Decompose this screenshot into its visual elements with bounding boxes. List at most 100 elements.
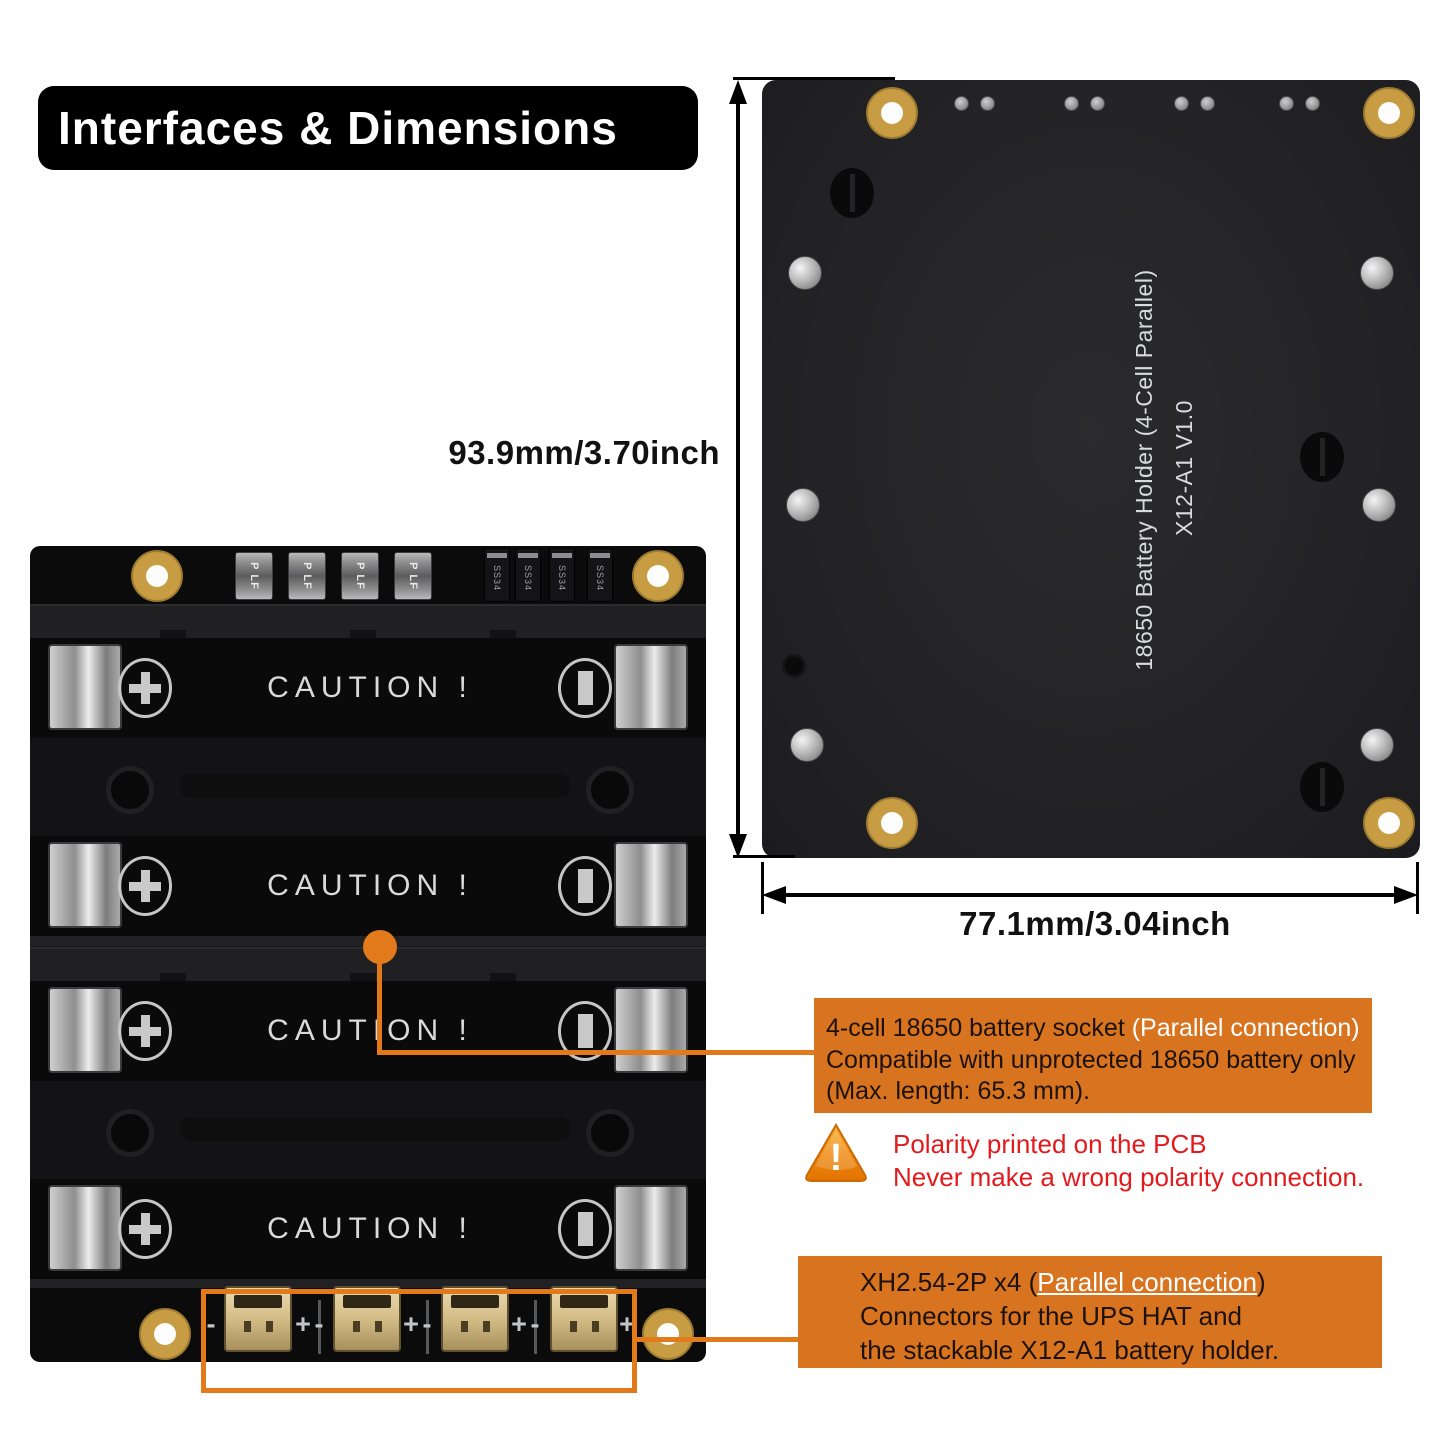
dimension-extension-line: [733, 855, 795, 858]
fuse-component: P LF: [394, 552, 432, 600]
battery-slot: CAUTION !: [30, 836, 706, 936]
battery-contact: [48, 644, 122, 730]
battery-contact: [614, 1185, 688, 1271]
fuse-component: P LF: [235, 552, 273, 600]
callout-leader-line: [377, 962, 382, 1053]
battery-contact: [614, 842, 688, 928]
page-title: Interfaces & Dimensions: [38, 86, 698, 170]
pcb-bottom-edge: - + - + - + - +: [30, 1286, 706, 1362]
battery-slot: CAUTION !: [30, 1179, 706, 1279]
negative-terminal-icon: [558, 1199, 612, 1259]
mounting-hole-icon: [866, 797, 918, 849]
screw-icon: [790, 728, 824, 762]
solder-rivet-icon: [1174, 96, 1189, 111]
caution-label: CAUTION !: [267, 671, 473, 704]
xh-connector: [550, 1286, 618, 1352]
polarity-plus-label: +: [295, 1309, 311, 1339]
holder-lip: [30, 1279, 706, 1289]
mounting-hole-icon: [139, 1308, 191, 1360]
arrow-up-icon: [729, 80, 747, 104]
battery-contact: [48, 1185, 122, 1271]
plastic-screw-icon: [830, 168, 874, 218]
fuse-component: P LF: [288, 552, 326, 600]
caution-label: CAUTION !: [267, 1212, 473, 1245]
plastic-screw-icon: [1300, 762, 1344, 812]
solder-rivet-icon: [954, 96, 969, 111]
holder-unit: CAUTION ! CAUTION !: [30, 604, 706, 946]
battery-contact: [48, 842, 122, 928]
callout-line2: Compatible with unprotected 18650 batter…: [826, 1045, 1356, 1074]
xh-connector: [224, 1286, 292, 1352]
screw-icon: [1360, 728, 1394, 762]
divider: [426, 1300, 429, 1354]
solder-rivet-icon: [1200, 96, 1215, 111]
arrow-right-icon: [1394, 886, 1418, 904]
holder-hole-icon: [106, 1109, 154, 1157]
holder-ridge: [30, 604, 706, 640]
battery-slot: CAUTION !: [30, 638, 706, 738]
polarity-minus-label: -: [314, 1309, 324, 1339]
callout-leader-line: [377, 1050, 815, 1055]
battery-slot: CAUTION !: [30, 981, 706, 1081]
mounting-hole-icon: [642, 1308, 694, 1360]
callout-line3: the stackable X12-A1 battery holder.: [860, 1335, 1280, 1365]
mounting-hole-icon: [1363, 87, 1415, 139]
callout-battery-socket: 4-cell 18650 battery socket (Parallel co…: [814, 998, 1372, 1113]
polarity-minus-label: -: [422, 1309, 432, 1339]
callout-line2: Connectors for the UPS HAT and: [860, 1301, 1243, 1331]
battery-contact: [614, 644, 688, 730]
solder-rivet-icon: [1279, 96, 1294, 111]
mounting-hole-icon: [1363, 797, 1415, 849]
callout-xh-connectors: XH2.54-2P x4 (Parallel connection) Conne…: [798, 1256, 1382, 1368]
callout-line3: (Max. length: 65.3 mm).: [826, 1077, 1090, 1105]
solder-rivet-icon: [1064, 96, 1079, 111]
screw-icon: [1362, 488, 1396, 522]
negative-terminal-icon: [558, 658, 612, 718]
callout-anchor-dot: [363, 930, 397, 964]
highlight-parallel-connection: (Parallel connection): [1131, 1014, 1360, 1042]
solder-rivet-icon: [1090, 96, 1105, 111]
polarity-plus-label: +: [619, 1309, 635, 1339]
svg-text:!: !: [830, 1137, 843, 1179]
negative-terminal-icon: [558, 1001, 612, 1061]
mounting-hole-icon: [131, 550, 183, 602]
arrow-left-icon: [762, 886, 786, 904]
holder-recess: [30, 1081, 706, 1179]
plastic-screw-icon: [1300, 432, 1344, 482]
silkscreen-model-text: 18650 Battery Holder (4-Cell Parallel): [1131, 269, 1157, 671]
caution-label: CAUTION !: [267, 869, 473, 902]
arrow-down-icon: [729, 834, 747, 858]
warning-line2: Never make a wrong polarity connection.: [893, 1162, 1365, 1192]
polarity-plus-label: +: [403, 1309, 419, 1339]
height-dimension-line: [736, 90, 740, 848]
negative-terminal-icon: [558, 856, 612, 916]
diode-component: SS34: [549, 548, 575, 602]
mounting-hole-icon: [632, 550, 684, 602]
positive-terminal-icon: [118, 1001, 172, 1061]
holder-hole-icon: [586, 766, 634, 814]
diode-component: SS34: [515, 548, 541, 602]
dimension-extension-line: [733, 77, 895, 80]
callout-leader-line: [637, 1337, 798, 1342]
xh-connector: [441, 1286, 509, 1352]
diode-component: SS34: [587, 548, 613, 602]
diode-component: SS34: [484, 548, 510, 602]
callout-line1: XH2.54-2P x4 (Parallel connection): [860, 1267, 1266, 1297]
silkscreen-version-text: X12-A1 V1.0: [1171, 400, 1197, 536]
width-dimension-line: [772, 893, 1408, 897]
polarity-minus-label: -: [206, 1309, 216, 1339]
highlight-parallel-connection: Parallel connection: [1037, 1267, 1257, 1297]
battery-contact: [614, 987, 688, 1073]
solder-rivet-icon: [1305, 96, 1320, 111]
holder-hole-icon: [106, 766, 154, 814]
width-dimension-label: 77.1mm/3.04inch: [959, 905, 1231, 942]
mounting-hole-icon: [866, 87, 918, 139]
positive-terminal-icon: [118, 658, 172, 718]
xh-connector: [333, 1286, 401, 1352]
polarity-plus-label: +: [511, 1309, 527, 1339]
screw-icon: [1360, 256, 1394, 290]
board-hole-icon: [782, 654, 806, 678]
height-dimension-label: 93.9mm/3.70inch: [448, 434, 720, 471]
warning-line1: Polarity printed on the PCB: [893, 1129, 1207, 1159]
